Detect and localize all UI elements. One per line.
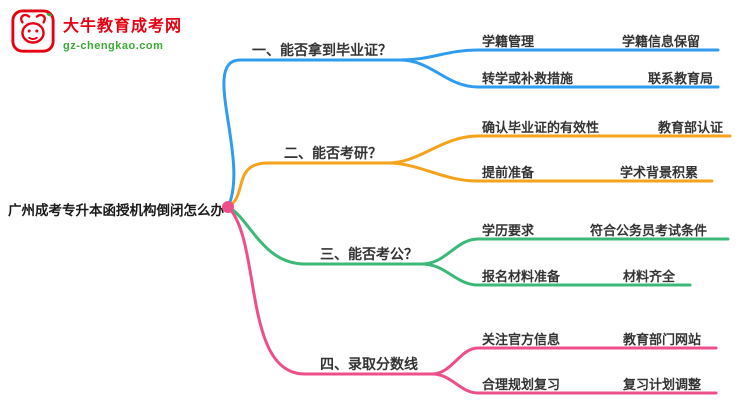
branch-2-child-1-detail: 教育部认证 [658,120,724,135]
branch-4-label: 四、录取分数线 [320,356,418,372]
branch-2-child-2-label: 提前准备 [482,165,535,180]
root-node-dot [222,201,234,213]
branch-1-child-1-curve [398,48,480,62]
logo-texts: 大牛教育成考网 gz-chengkao.com [63,8,182,52]
logo-subtitle: gz-chengkao.com [63,40,164,52]
branch-1-child-2-curve [398,58,480,89]
branch-3-label: 三、能否考公？ [320,246,418,262]
branch-3-child-1-detail: 符合公务员考试条件 [590,223,708,238]
branch-2-child-2-detail: 学术背景积累 [620,165,699,180]
branch-4-curve [226,205,307,376]
branch-3-child-2-curve [420,262,480,287]
branch-1-child-1-label: 学籍管理 [482,34,535,49]
site-logo: 大牛教育成考网 gz-chengkao.com [10,8,182,54]
logo-bull-icon [11,9,55,53]
branch-1-child-2-detail: 联系教育局 [648,71,714,86]
branch-3-child-1-curve [420,237,480,266]
branch-3-child-2-detail: 材料齐全 [623,269,676,284]
branch-2-label: 二、能否考研？ [284,145,382,161]
branch-3-curve [226,205,307,266]
branch-1-curve [222,58,242,209]
branch-3-child-1-label: 学历要求 [482,223,535,238]
branch-1-label: 一、能否拿到毕业证？ [252,42,392,58]
branch-1-child-2-label: 转学或补救措施 [482,71,574,86]
branch-2-child-2-curve [386,161,480,183]
branch-4-child-2-detail: 复习计划调整 [623,377,702,392]
branch-2-child-1-curve [386,134,480,165]
logo-title: 大牛教育成考网 [63,18,183,35]
branch-3-child-2-label: 报名材料准备 [482,269,561,284]
branch-2-child-1-label: 确认毕业证的有效性 [482,120,600,135]
branch-4-child-2-label: 合理规划复习 [482,377,561,392]
branch-1-child-1-detail: 学籍信息保留 [622,34,701,49]
branch-4-child-1-label: 关注官方信息 [482,332,561,347]
branch-4-child-1-detail: 教育部门网站 [623,332,702,347]
branch-4-child-1-curve [430,346,480,376]
root-node-label: 广州成考专升本函授机构倒闭怎么办 [8,203,224,218]
branch-4-child-2-curve [430,372,480,395]
